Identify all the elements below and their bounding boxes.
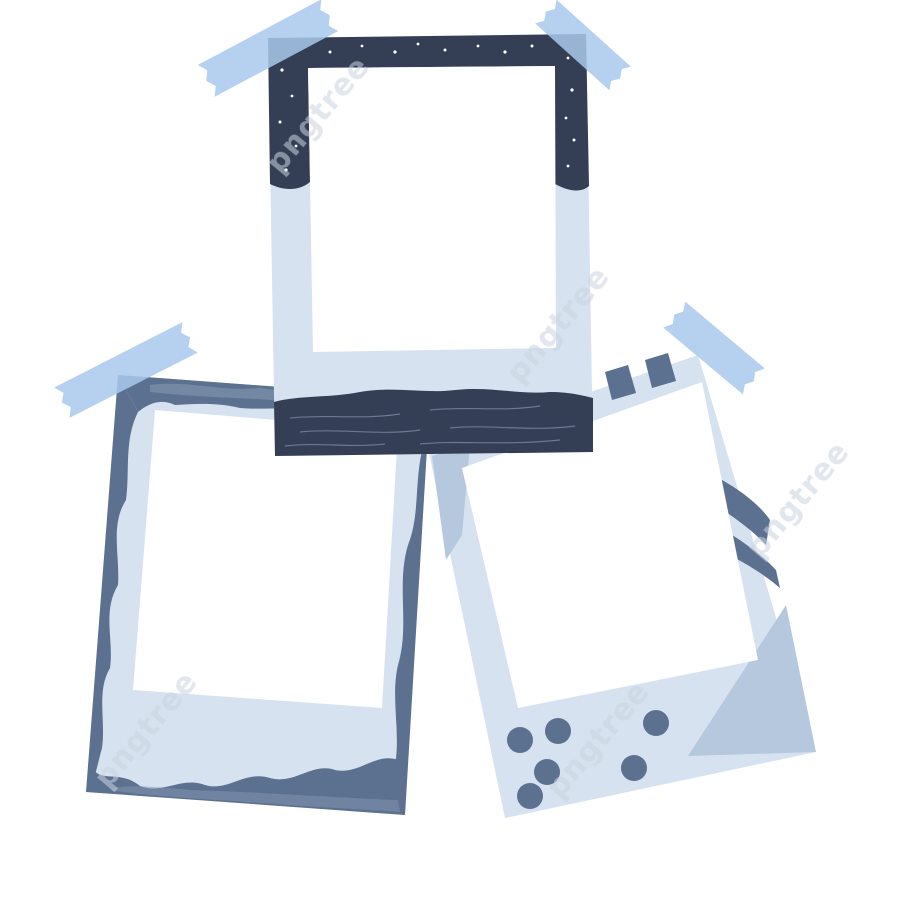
polaroid-frame-right (428, 353, 816, 818)
frame-top-wood-grain (284, 405, 576, 447)
frame-top-stars (278, 42, 576, 172)
tape-top-left (197, 0, 339, 97)
tape-left-frame (54, 322, 198, 418)
tape-icon (535, 0, 631, 91)
polaroid-frame-top (268, 34, 593, 456)
polaroid-frame-left (86, 375, 430, 815)
frame-top-photo-window (308, 66, 556, 352)
frame-right-stripe-4 (732, 535, 780, 588)
tape-right-frame (663, 301, 765, 395)
frame-left-cloud-right (394, 398, 430, 815)
tape-icon (54, 322, 198, 418)
frame-right-pale-triangle (688, 605, 816, 756)
frame-right-dot-1 (507, 727, 533, 753)
tape-icon (663, 301, 765, 395)
frame-top-wood-band (274, 388, 593, 456)
frame-left-watercolor-bottom (110, 786, 400, 812)
frame-left-cloud-side (86, 375, 138, 792)
frame-right-dot-3 (534, 759, 560, 785)
frame-right-dot-6 (621, 755, 647, 781)
frame-right-stripe-1 (605, 365, 636, 400)
washi-tapes (54, 0, 765, 418)
frame-right-stripe-3 (720, 480, 770, 545)
frame-right-dot-2 (545, 718, 571, 744)
tape-icon (197, 0, 339, 97)
frame-right-dot-5 (643, 710, 669, 736)
frame-right-pale-wedge (432, 445, 470, 560)
watermark-text: pngtree (739, 435, 857, 566)
frame-right-stripe-2 (645, 353, 676, 388)
frame-right-dot-4 (517, 783, 543, 809)
tape-top-right (535, 0, 631, 91)
frame-left-photo-window (133, 410, 398, 708)
frame-right-photo-window (462, 382, 758, 708)
